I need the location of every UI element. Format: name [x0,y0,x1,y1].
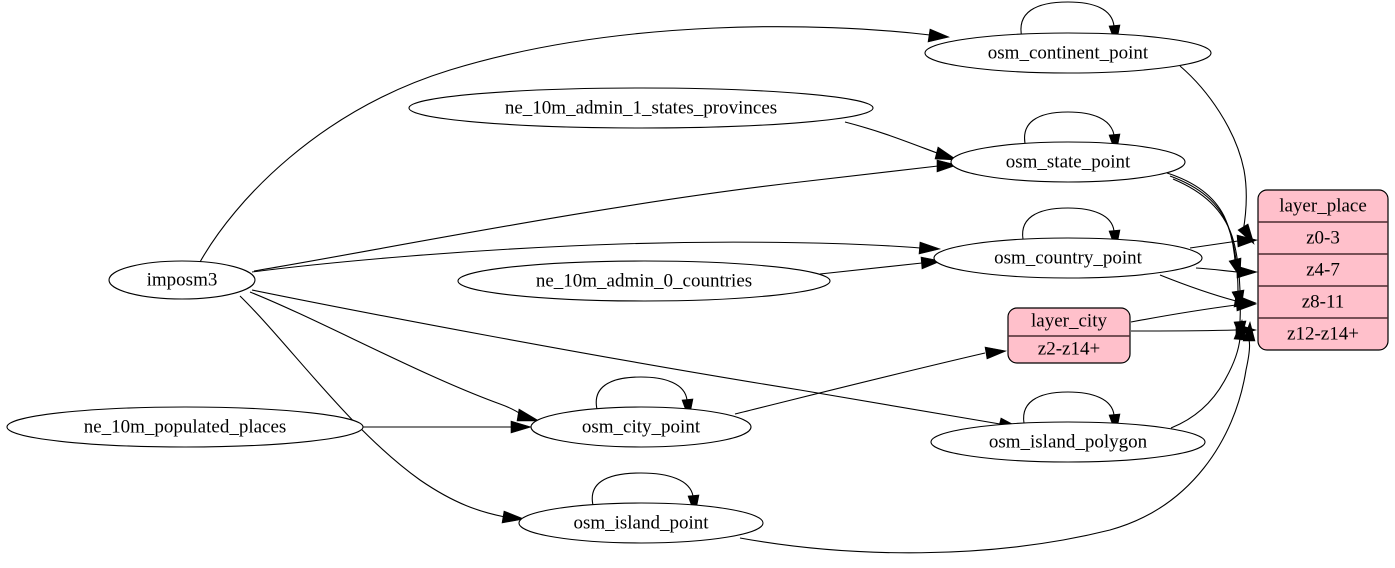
edge-ne_populated-to-osm_city_point [363,420,533,434]
node-label-ne_10m_admin_1_states_provinces: ne_10m_admin_1_states_provinces [505,97,777,118]
record-layer: layer_place z0-3 z4-7 z8-11 z12-z14+ lay… [1007,189,1389,364]
edge-ne_states-to-osm_state_point [844,121,959,161]
node-osm_country_point[interactable]: osm_country_point [933,237,1203,279]
edge-osm_city_point-to-layer_city-z2-z14 [734,346,1008,415]
node-ne_10m_populated_places[interactable]: ne_10m_populated_places [6,406,364,448]
node-label-osm_island_point: osm_island_point [573,512,709,533]
edge-osm_island_polygon-to-layer_place-z12-z14 [1170,318,1247,429]
node-label-osm_continent_point: osm_continent_point [988,42,1149,63]
edge-imposm3-to-osm_continent_point [199,26,950,263]
edge-osm_state_point-to-layer_place-z8-11 [1169,175,1245,310]
node-osm_state_point[interactable]: osm_state_point [950,141,1186,183]
node-osm_continent_point[interactable]: osm_continent_point [924,32,1212,74]
node-label-ne_10m_admin_0_countries: ne_10m_admin_0_countries [536,270,752,291]
edge-ne_countries-to-osm_country_point [819,256,943,275]
node-ne_10m_admin_1_states_provinces[interactable]: ne_10m_admin_1_states_provinces [408,87,874,129]
record-row-layer_place-z8-11[interactable]: z8-11 [1302,291,1345,312]
record-title-layer_city: layer_city [1031,310,1107,331]
node-osm_island_point[interactable]: osm_island_point [518,502,764,544]
node-ne_10m_admin_0_countries[interactable]: ne_10m_admin_0_countries [457,260,831,302]
record-row-layer_place-z12-z14plus[interactable]: z12-z14+ [1287,323,1359,344]
record-row-layer_city-z2-z14plus[interactable]: z2-z14+ [1038,338,1100,359]
node-label-osm_city_point: osm_city_point [582,416,701,437]
edge-imposm3-to-osm_city_point [249,291,541,422]
node-osm_island_polygon[interactable]: osm_island_polygon [930,421,1206,463]
edge-osm_island_point-to-layer_place-z12-z14 [739,321,1256,554]
node-label-osm_country_point: osm_country_point [994,247,1142,268]
record-node-layer_place[interactable]: layer_place z0-3 z4-7 z8-11 z12-z14+ [1257,189,1389,351]
edge-imposm3-to-osm_island_point [239,295,526,524]
node-osm_city_point[interactable]: osm_city_point [530,406,752,448]
edge-layer_city-to-layer_place-z8-11 [1130,298,1258,323]
node-label-osm_island_polygon: osm_island_polygon [989,431,1148,452]
edge-osm_country_point-to-layer_place-z4-7 [1195,265,1259,279]
record-title-layer_place: layer_place [1279,195,1367,216]
edge-imposm3-to-osm_state_point [253,159,959,272]
node-label-imposm3: imposm3 [147,269,218,290]
record-row-layer_place-z4-7[interactable]: z4-7 [1306,259,1340,280]
node-imposm3[interactable]: imposm3 [108,260,256,300]
node-layer: imposm3 ne_10m_admin_1_states_provinces … [6,32,1212,544]
edge-imposm3-to-osm_country_point [251,241,942,273]
edge-osm_country_point-to-layer_place-z0-3 [1189,234,1259,249]
record-node-layer_city[interactable]: layer_city z2-z14+ [1007,307,1131,364]
edge-osm_continent_point-to-layer_place-z0-3 [1179,65,1255,245]
node-label-osm_state_point: osm_state_point [1006,151,1131,172]
node-label-ne_10m_populated_places: ne_10m_populated_places [84,416,287,437]
record-row-layer_place-z0-3[interactable]: z0-3 [1306,227,1340,248]
